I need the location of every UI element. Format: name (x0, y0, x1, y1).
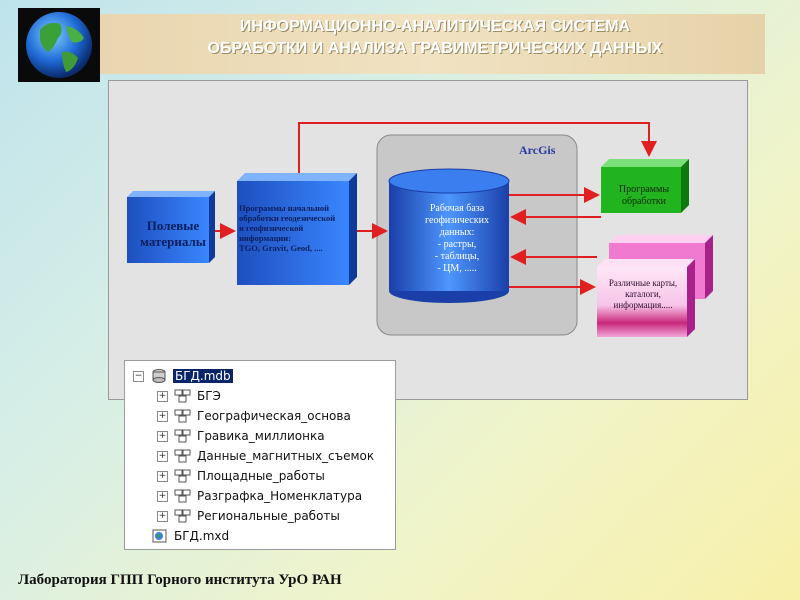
arcgis-label: ArcGis (519, 143, 556, 157)
tree-root-row[interactable]: − БГД.mdb (133, 367, 233, 385)
tree-item-label: Данные_магнитных_съемок (197, 449, 375, 463)
expand-icon[interactable]: + (157, 510, 168, 522)
flow-arrows (215, 122, 657, 295)
flow-diagram (127, 122, 713, 337)
footer-caption: Лаборатория ГПП Горного института УрО РА… (18, 572, 342, 588)
map-document-icon (152, 529, 167, 543)
database-label: Рабочая база геофизических данных: - рас… (425, 203, 489, 274)
feature-dataset-icon (174, 449, 191, 463)
feature-dataset-icon (174, 389, 191, 403)
tree-item[interactable]: + Данные_магнитных_съемок (157, 447, 374, 465)
expand-icon[interactable]: + (157, 430, 168, 442)
processing-programs-label: Программы обработки (618, 184, 670, 207)
diagram-panel: Полевые материалы Программы начальной об… (108, 80, 748, 400)
tree-item-label: Гравика_миллионка (197, 429, 325, 443)
feature-dataset-icon (174, 429, 191, 443)
tree-item-label: Географическая_основа (197, 409, 351, 423)
globe-logo (18, 8, 100, 82)
tree-root-label: БГД.mdb (173, 369, 233, 383)
tree-mxd-label: БГД.mxd (174, 529, 230, 543)
processing-programs-box (601, 159, 689, 213)
maps-label: Различные карты, каталоги, информация...… (608, 278, 678, 310)
tree-item-label: Региональные_работы (197, 509, 340, 523)
database-icon (152, 369, 166, 383)
tree-item-label: БГЭ (197, 389, 221, 403)
tree-item[interactable]: + Географическая_основа (157, 407, 351, 425)
feature-dataset-icon (174, 489, 191, 503)
expand-icon[interactable]: + (157, 410, 168, 422)
initial-processing-box (237, 173, 357, 285)
expand-icon[interactable]: + (157, 470, 168, 482)
catalog-tree[interactable]: − БГД.mdb + БГЭ + Географическая_основа … (124, 360, 396, 550)
expand-icon[interactable]: + (157, 490, 168, 502)
tree-item[interactable]: + Региональные_работы (157, 507, 340, 525)
header-banner (100, 14, 765, 74)
collapse-icon[interactable]: − (133, 370, 144, 382)
page-title: ИНФОРМАЦИОННО-АНАЛИТИЧЕСКАЯ СИСТЕМА ОБРА… (110, 16, 760, 60)
tree-item[interactable]: + БГЭ (157, 387, 221, 405)
field-materials-label: Полевые материалы (140, 218, 206, 249)
expand-icon[interactable]: + (157, 450, 168, 462)
maps-stack (597, 235, 713, 337)
tree-mxd-row[interactable]: БГД.mxd (151, 527, 229, 545)
feature-dataset-icon (174, 509, 191, 523)
feature-dataset-icon (174, 469, 191, 483)
expand-icon[interactable]: + (157, 390, 168, 402)
field-materials-box (127, 191, 215, 263)
initial-processing-label: Программы начальной обработки геодезичес… (239, 203, 336, 253)
tree-item-label: Площадные_работы (197, 469, 325, 483)
tree-item[interactable]: + Гравика_миллионка (157, 427, 325, 445)
tree-item-label: Разграфка_Номенклатура (197, 489, 363, 503)
feature-dataset-icon (174, 409, 191, 423)
tree-item[interactable]: + Площадные_работы (157, 467, 325, 485)
title-line-1: ИНФОРМАЦИОННО-АНАЛИТИЧЕСКАЯ СИСТЕМА (239, 18, 631, 35)
title-line-2: ОБРАБОТКИ И АНАЛИЗА ГРАВИМЕТРИЧЕСКИХ ДАН… (207, 40, 663, 57)
tree-item[interactable]: + Разграфка_Номенклатура (157, 487, 362, 505)
database-cylinder (388, 168, 510, 303)
